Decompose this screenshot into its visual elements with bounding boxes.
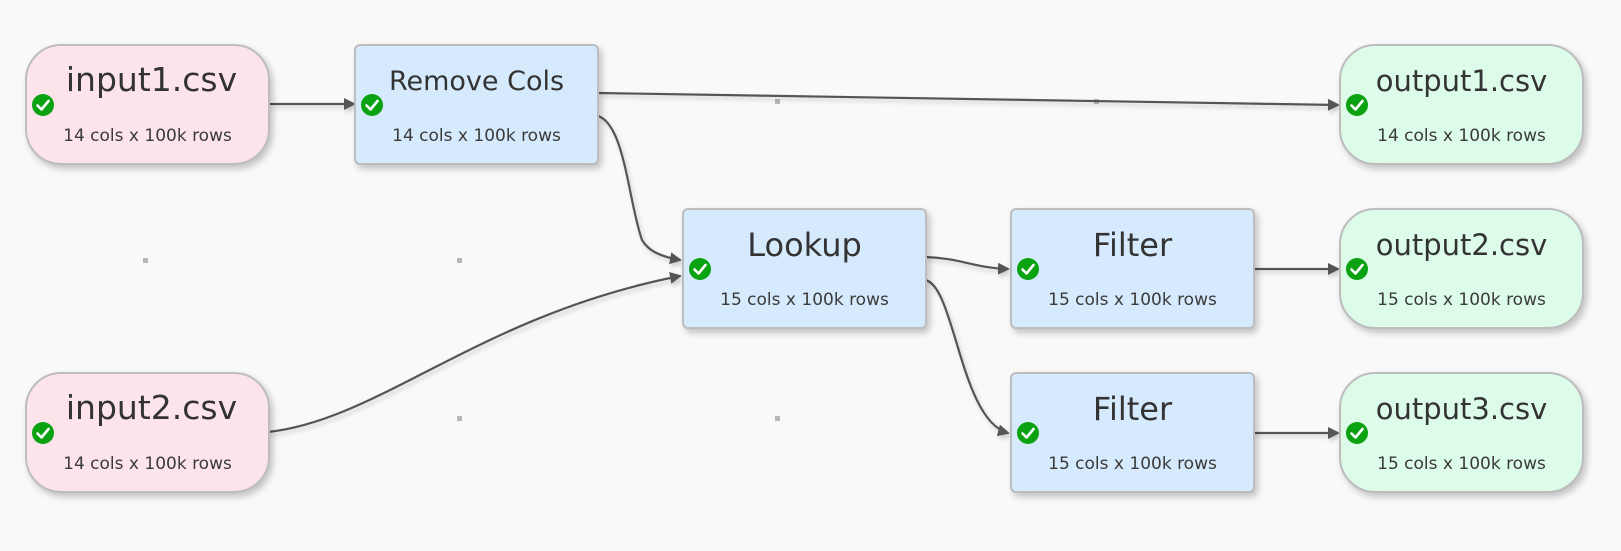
check-circle-icon xyxy=(32,94,54,116)
node-lookup[interactable]: Lookup 15 cols x 100k rows xyxy=(682,208,927,329)
node-title: input2.csv xyxy=(65,388,238,427)
node-subtitle: 15 cols x 100k rows xyxy=(720,290,889,310)
check-circle-icon xyxy=(1346,258,1368,280)
node-title: Filter xyxy=(1092,226,1173,264)
grid-dot xyxy=(775,99,780,104)
node-title: output3.csv xyxy=(1375,392,1548,426)
node-subtitle: 15 cols x 100k rows xyxy=(1048,290,1217,310)
edge-lookup-filter2[interactable] xyxy=(924,278,1010,437)
node-subtitle: 14 cols x 100k rows xyxy=(63,454,232,474)
check-circle-icon xyxy=(32,422,54,444)
grid-dot xyxy=(457,258,462,263)
node-title: input1.csv xyxy=(65,60,238,99)
node-remove-cols[interactable]: Remove Cols 14 cols x 100k rows xyxy=(354,44,599,165)
grid-dot xyxy=(143,258,148,263)
node-input1[interactable]: input1.csv 14 cols x 100k rows xyxy=(25,44,270,165)
node-subtitle: 14 cols x 100k rows xyxy=(1377,126,1546,146)
edge-lookup-filter1[interactable] xyxy=(924,255,1010,275)
node-title: Filter xyxy=(1092,390,1173,428)
node-subtitle: 15 cols x 100k rows xyxy=(1377,290,1546,310)
edge-remove-cols-output1[interactable] xyxy=(597,91,1340,111)
check-circle-icon xyxy=(361,94,383,116)
node-output2[interactable]: output2.csv 15 cols x 100k rows xyxy=(1339,208,1584,329)
check-circle-icon xyxy=(1017,422,1039,444)
node-subtitle: 15 cols x 100k rows xyxy=(1377,454,1546,474)
check-circle-icon xyxy=(1017,258,1039,280)
node-subtitle: 14 cols x 100k rows xyxy=(392,126,561,146)
node-title: Remove Cols xyxy=(388,66,565,97)
node-input2[interactable]: input2.csv 14 cols x 100k rows xyxy=(25,372,270,493)
node-filter1[interactable]: Filter 15 cols x 100k rows xyxy=(1010,208,1255,329)
node-subtitle: 15 cols x 100k rows xyxy=(1048,454,1217,474)
node-output1[interactable]: output1.csv 14 cols x 100k rows xyxy=(1339,44,1584,165)
check-circle-icon xyxy=(1346,94,1368,116)
node-title: Lookup xyxy=(747,226,862,264)
check-circle-icon xyxy=(1346,422,1368,444)
edge-remove-cols-lookup[interactable] xyxy=(597,114,682,265)
node-subtitle: 14 cols x 100k rows xyxy=(63,126,232,146)
node-title: output1.csv xyxy=(1375,64,1548,98)
grid-dot xyxy=(457,416,462,421)
node-title: output2.csv xyxy=(1375,228,1548,262)
check-circle-icon xyxy=(689,258,711,280)
node-filter2[interactable]: Filter 15 cols x 100k rows xyxy=(1010,372,1255,493)
edge-input2-lookup[interactable] xyxy=(267,272,682,434)
grid-dot xyxy=(775,416,780,421)
node-output3[interactable]: output3.csv 15 cols x 100k rows xyxy=(1339,372,1584,493)
